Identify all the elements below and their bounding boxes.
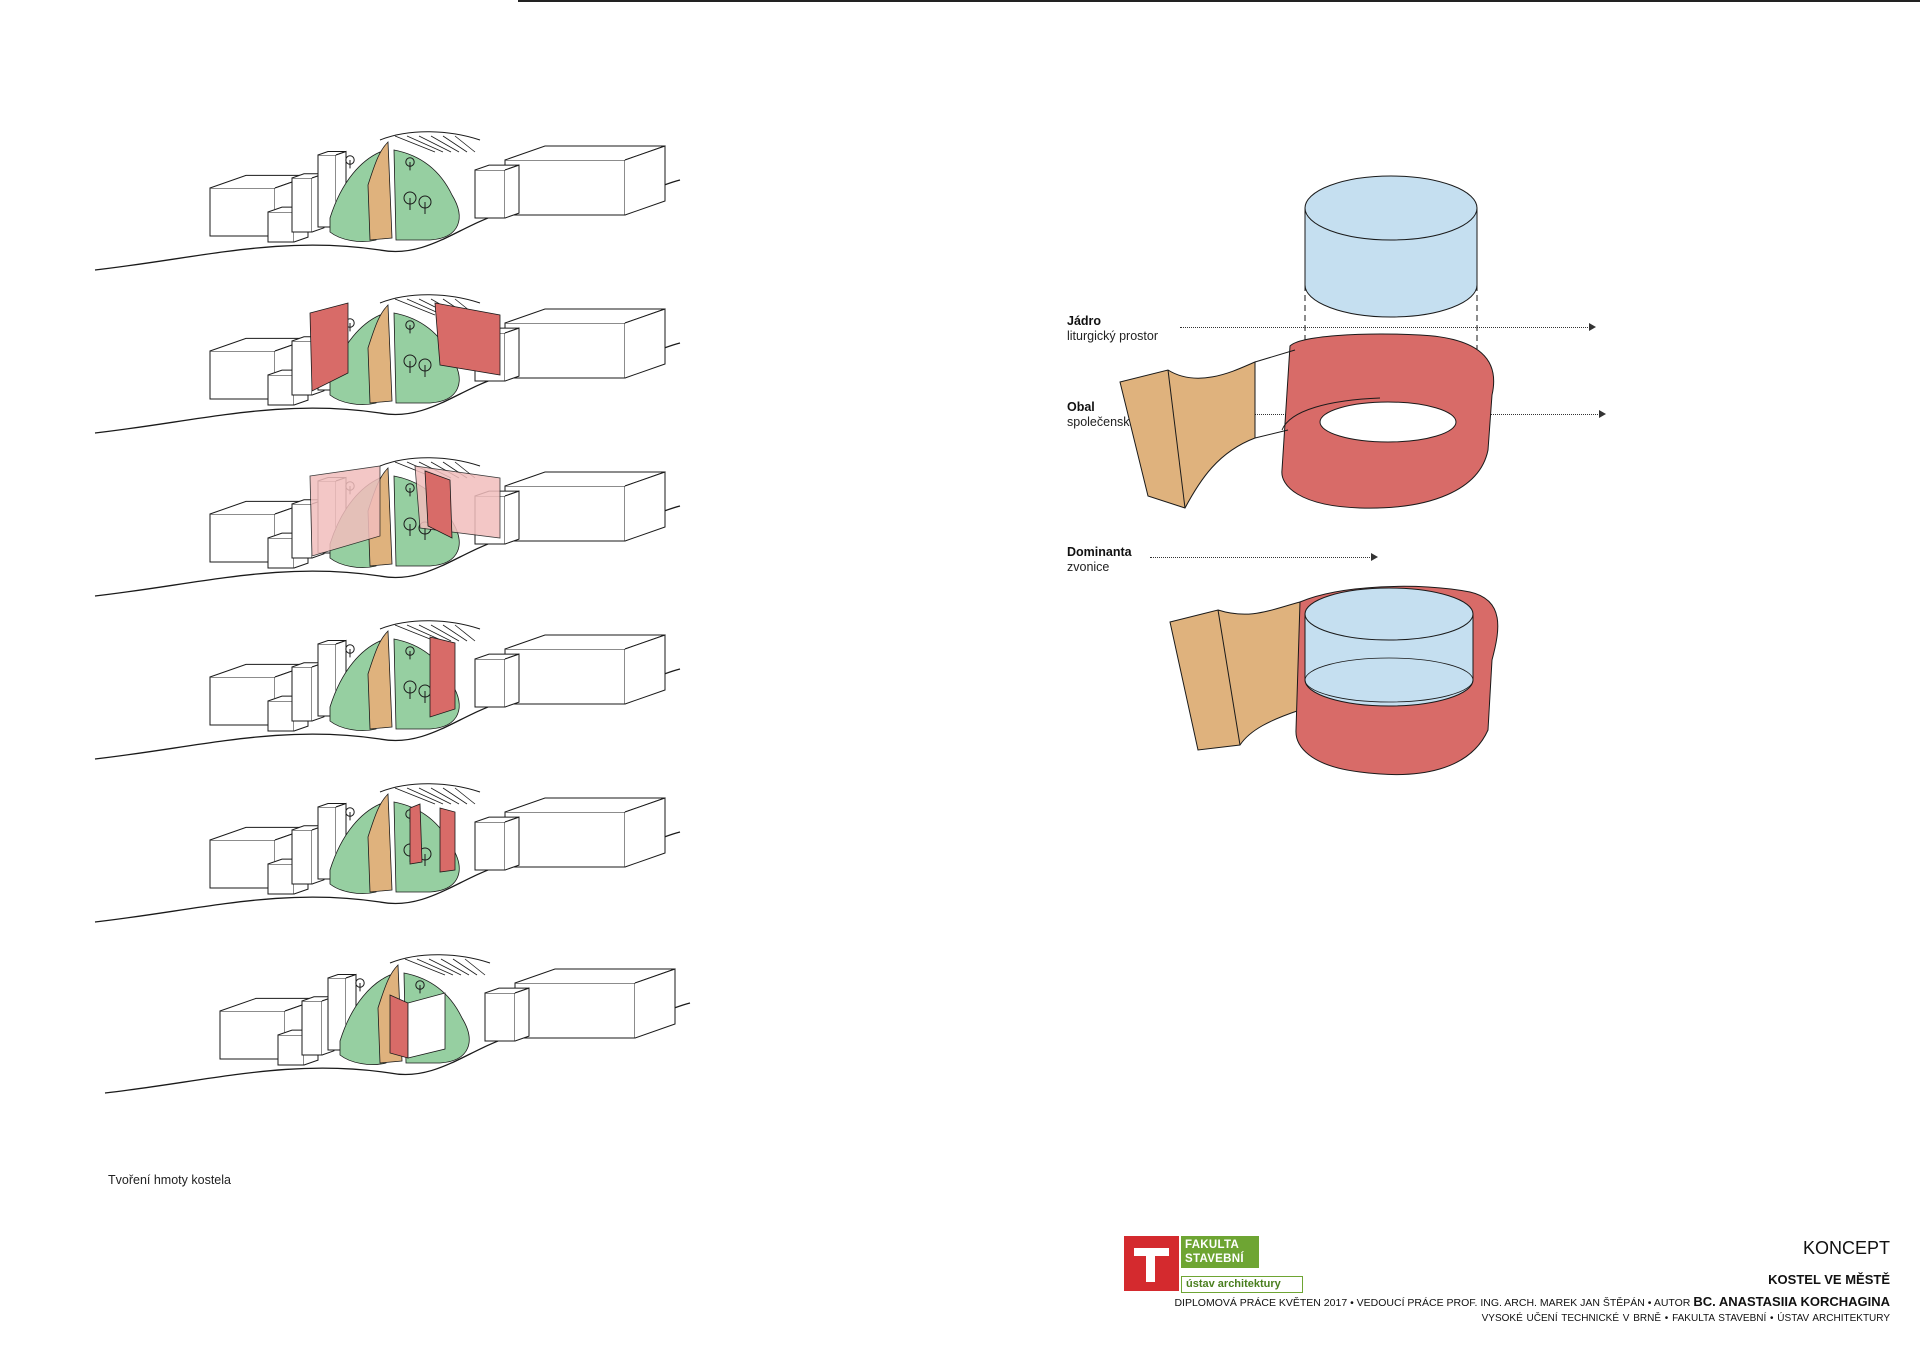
stages-caption: Tvoření hmoty kostela bbox=[108, 1173, 231, 1187]
school-line: VYSOKÉ UČENÍ TECHNICKÉ V BRNĚ • FAKULTA … bbox=[1481, 1313, 1890, 1324]
leader-dominant bbox=[1150, 553, 1378, 561]
stage-diagram-2 bbox=[94, 294, 681, 434]
stage-diagram-6 bbox=[104, 954, 691, 1094]
stages-svg bbox=[94, 131, 691, 1094]
top-rule bbox=[518, 0, 1920, 2]
author-line: DIPLOMOVÁ PRÁCE KVĚTEN 2017 • VEDOUCÍ PR… bbox=[1174, 1294, 1890, 1309]
label-core-title: Jádro bbox=[1067, 314, 1102, 328]
logo-line-3: ústav architektury bbox=[1181, 1276, 1303, 1293]
label-dominant-title: Dominanta bbox=[1067, 545, 1132, 559]
label-core: Jádro liturgický prostor bbox=[1067, 314, 1158, 344]
logo-line-2: STAVEBNÍ bbox=[1185, 1253, 1244, 1265]
label-dominant-sub: zvonice bbox=[1067, 560, 1110, 574]
stage-diagram-3 bbox=[94, 457, 681, 597]
label-core-sub: liturgický prostor bbox=[1067, 329, 1158, 343]
bell-tower-upper bbox=[1119, 361, 1256, 509]
stage-diagram-5 bbox=[94, 783, 681, 923]
author-name: BC. ANASTASIIA KORCHAGINA bbox=[1693, 1294, 1890, 1309]
concept-diagram: Jádro liturgický prostor Obal společensk… bbox=[1000, 175, 1920, 990]
stage-diagram-4 bbox=[94, 620, 681, 760]
combined-volume bbox=[1169, 585, 1499, 776]
stage-diagram-1 bbox=[94, 131, 681, 271]
label-dominant: Dominanta zvonice bbox=[1067, 545, 1132, 575]
leader-core bbox=[1180, 323, 1596, 331]
project-title: KOSTEL VE MĚSTĚ bbox=[1768, 1272, 1890, 1287]
stages-diagram bbox=[80, 131, 800, 1120]
logo-line-1: FAKULTA bbox=[1185, 1239, 1240, 1251]
sheet-title: KONCEPT bbox=[1802, 1238, 1890, 1258]
logo-t-icon bbox=[1124, 1236, 1179, 1291]
thesis-info: DIPLOMOVÁ PRÁCE KVĚTEN 2017 • VEDOUCÍ PR… bbox=[1174, 1297, 1691, 1309]
label-shell-title: Obal bbox=[1067, 400, 1095, 414]
concept-volumes bbox=[1119, 175, 1499, 776]
logo-faculty-text: FAKULTA STAVEBNÍ bbox=[1181, 1236, 1259, 1268]
